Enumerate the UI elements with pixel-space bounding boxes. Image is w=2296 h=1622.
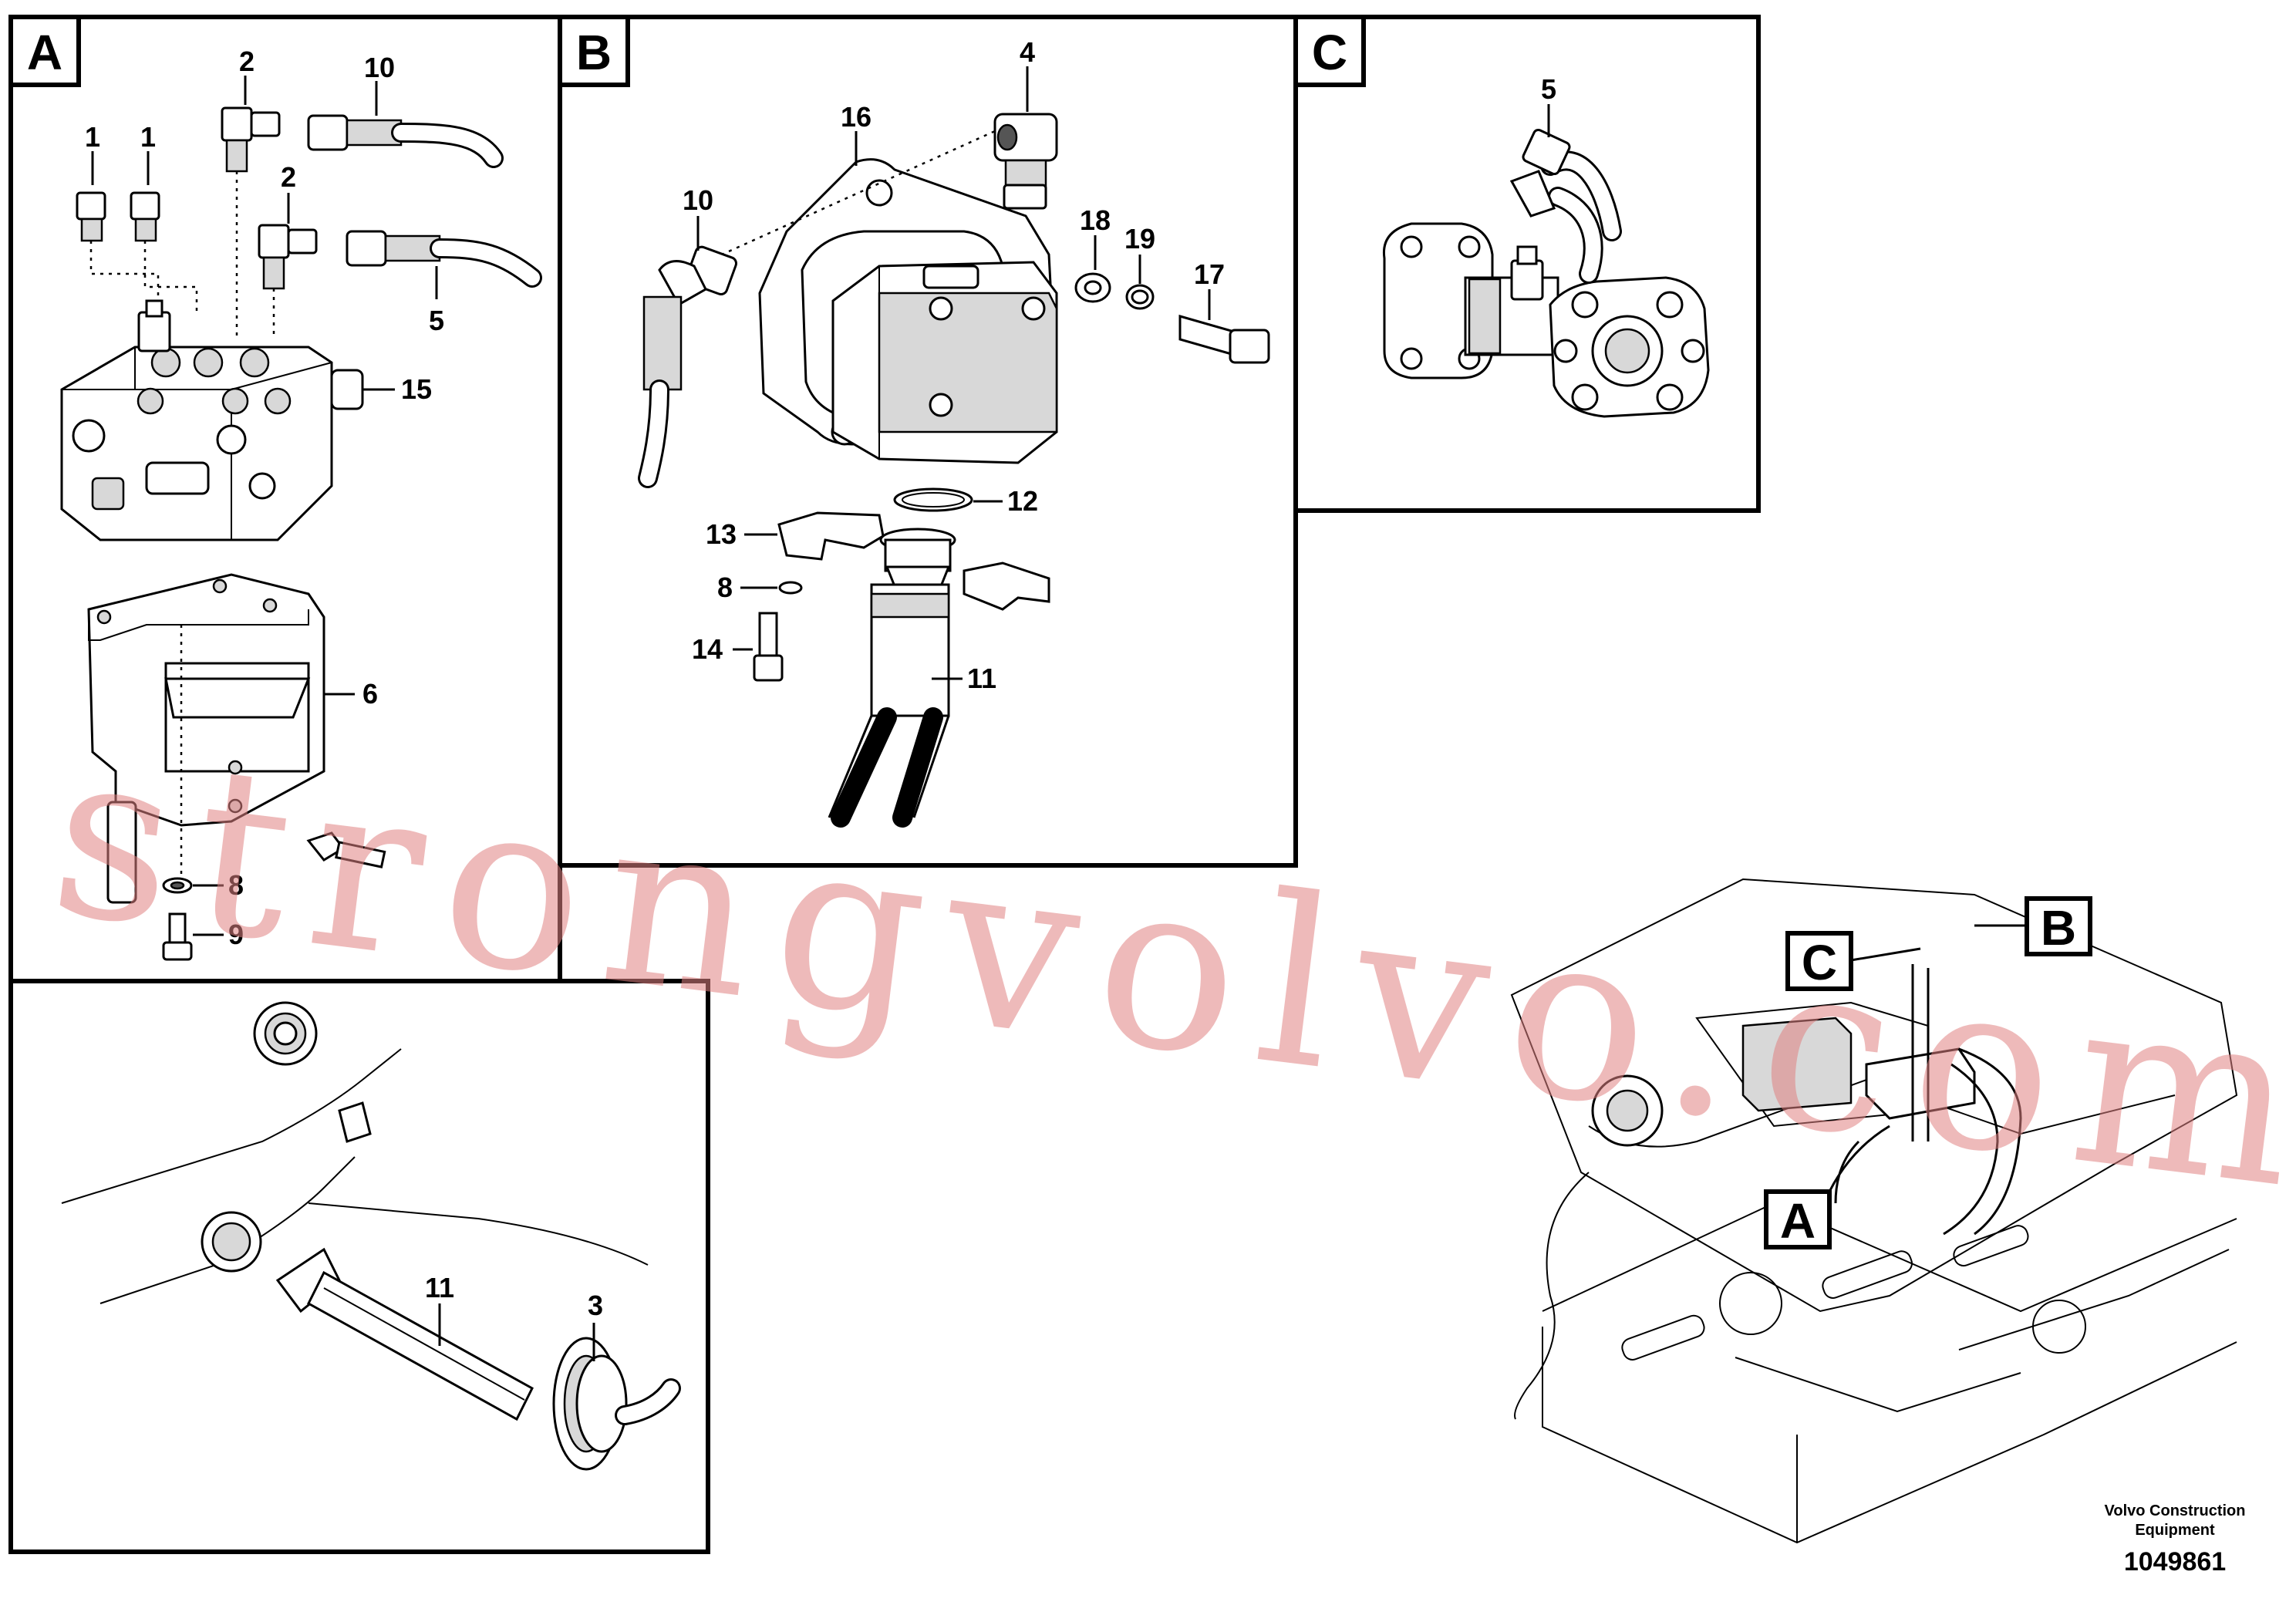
panel-c-callouts: 5 [1541,73,1556,137]
overview-label-c: C [1802,935,1837,990]
overview-tag-b: B [1974,896,2092,956]
panel-a-callouts: 1 1 2 2 10 5 15 6 8 9 [85,46,444,950]
overview-label-b: B [2041,900,2076,956]
panel-d-drawing [61,1001,681,1471]
valve-bracket [87,573,325,904]
panel-c-label: C [1312,25,1347,80]
machine-overview [1510,878,2238,1544]
elbow-with-hose [1509,128,1622,284]
callout-2: 2 [239,46,255,77]
panel-b-tag: B [558,15,630,87]
callout-12: 12 [1007,485,1038,517]
callout-13: 13 [706,518,737,550]
hose-with-grommet [275,1247,681,1471]
callout-5: 5 [1541,73,1556,105]
control-valve [60,299,364,541]
callout-10: 10 [364,52,395,83]
washers [1074,272,1155,310]
panel-a-drawing [60,106,542,961]
panel-a-label: A [27,25,62,80]
gear-pump [801,230,1058,464]
callout-14: 14 [692,633,723,665]
flange-ring [1549,276,1710,418]
bolt [1178,315,1270,364]
hose-assembly [638,245,737,488]
panel-b-callouts: 4 16 10 18 19 17 12 13 8 14 11 [683,36,1225,694]
flange-clamps [777,511,1050,611]
footer-block: Volvo Construction Equipment 1049861 [2105,1502,2246,1576]
watermark-text: strongvolvo.com [39,697,2296,1242]
panel-b-label: B [576,25,612,80]
callout-8: 8 [717,572,733,603]
callout-8: 8 [228,869,244,901]
panel-c-drawing [1382,128,1710,418]
callout-10: 10 [683,184,713,216]
panel-c-tag: C [1293,15,1366,87]
bolt-washer [162,831,386,961]
panel-b-drawing [638,113,1270,828]
suction-hose [828,528,956,828]
adapter-fitting [76,191,160,242]
elbow-fitting [221,106,318,290]
callout-6: 6 [362,678,378,710]
callout-5: 5 [429,305,444,336]
callout-4: 4 [1020,36,1035,68]
callout-11: 11 [967,663,996,694]
callout-18: 18 [1080,204,1111,236]
panel-a-tag: A [8,15,81,87]
callout-1: 1 [140,121,156,153]
overview-tag-c: C [1785,931,1921,991]
figure-number: 1049861 [2124,1547,2226,1576]
callout-9: 9 [228,919,244,950]
company-line2: Equipment [2135,1522,2215,1539]
callout-15: 15 [401,373,432,405]
overview-tag-a: A [1764,1125,1890,1249]
hose-assembly [307,114,542,288]
callout-11: 11 [425,1272,454,1303]
panel-c-frame [1293,15,1761,513]
panel-d-callouts: 11 3 [425,1272,603,1361]
overview-label-a: A [1780,1193,1816,1249]
callout-16: 16 [841,101,872,133]
callout-2: 2 [281,161,296,193]
company-line1: Volvo Construction [2105,1502,2246,1519]
callout-19: 19 [1124,223,1155,255]
callout-17: 17 [1194,258,1225,290]
callout-1: 1 [85,121,100,153]
port-fitting [201,1001,372,1273]
pump-adapter-housing [1382,222,1559,379]
panel-d-frame [8,979,710,1554]
elbow-fitting [993,113,1058,210]
callout-3: 3 [588,1290,603,1321]
